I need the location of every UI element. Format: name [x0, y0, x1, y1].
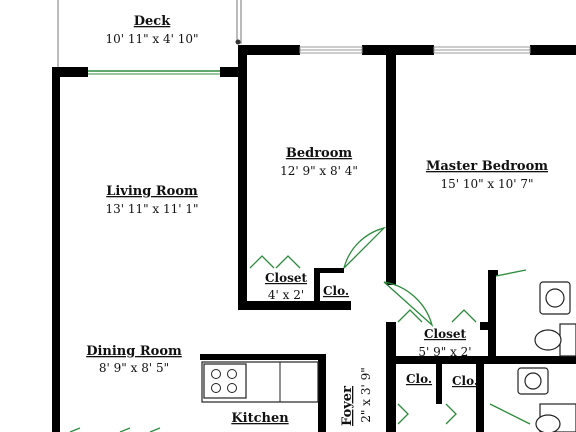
deck-dims: 10' 11" x 4' 10" [105, 32, 198, 46]
closet2-dims: 5' 9" x 2' [418, 345, 471, 359]
living-dims: 13' 11" x 11' 1" [105, 202, 198, 216]
door-swings [69, 226, 531, 432]
bedroom-name: Bedroom [286, 146, 353, 161]
kitchen-name: Kitchen [231, 411, 289, 426]
master-name: Master Bedroom [426, 159, 548, 174]
dining-dims: 8' 9" x 8' 5" [99, 361, 169, 375]
foyer-name: Foyer [340, 386, 355, 426]
sliding-door [88, 70, 220, 75]
kitchen-fixtures [201, 361, 319, 403]
clo1-name: Clo. [323, 284, 349, 298]
walls [52, 45, 576, 432]
deck-name: Deck [134, 14, 171, 29]
foyer-dims: 2" x 3' 9" [359, 367, 373, 422]
room-labels: Deck 10' 11" x 4' 10" Bedroom 12' 9" x 8… [86, 14, 548, 426]
living-name: Living Room [106, 184, 198, 199]
windows [299, 46, 531, 54]
deck-outline [57, 0, 242, 68]
master-dims: 15' 10" x 10' 7" [440, 177, 533, 191]
clo2-name: Clo. [406, 372, 432, 386]
closet1-name: Closet [265, 271, 308, 285]
dining-name: Dining Room [86, 344, 182, 359]
closet1-dims: 4' x 2' [268, 288, 304, 302]
bedroom-dims: 12' 9" x 8' 4" [280, 164, 358, 178]
clo3-name: Clo. [452, 374, 478, 388]
closet2-name: Closet [424, 327, 467, 341]
bath-fixtures [517, 281, 576, 432]
